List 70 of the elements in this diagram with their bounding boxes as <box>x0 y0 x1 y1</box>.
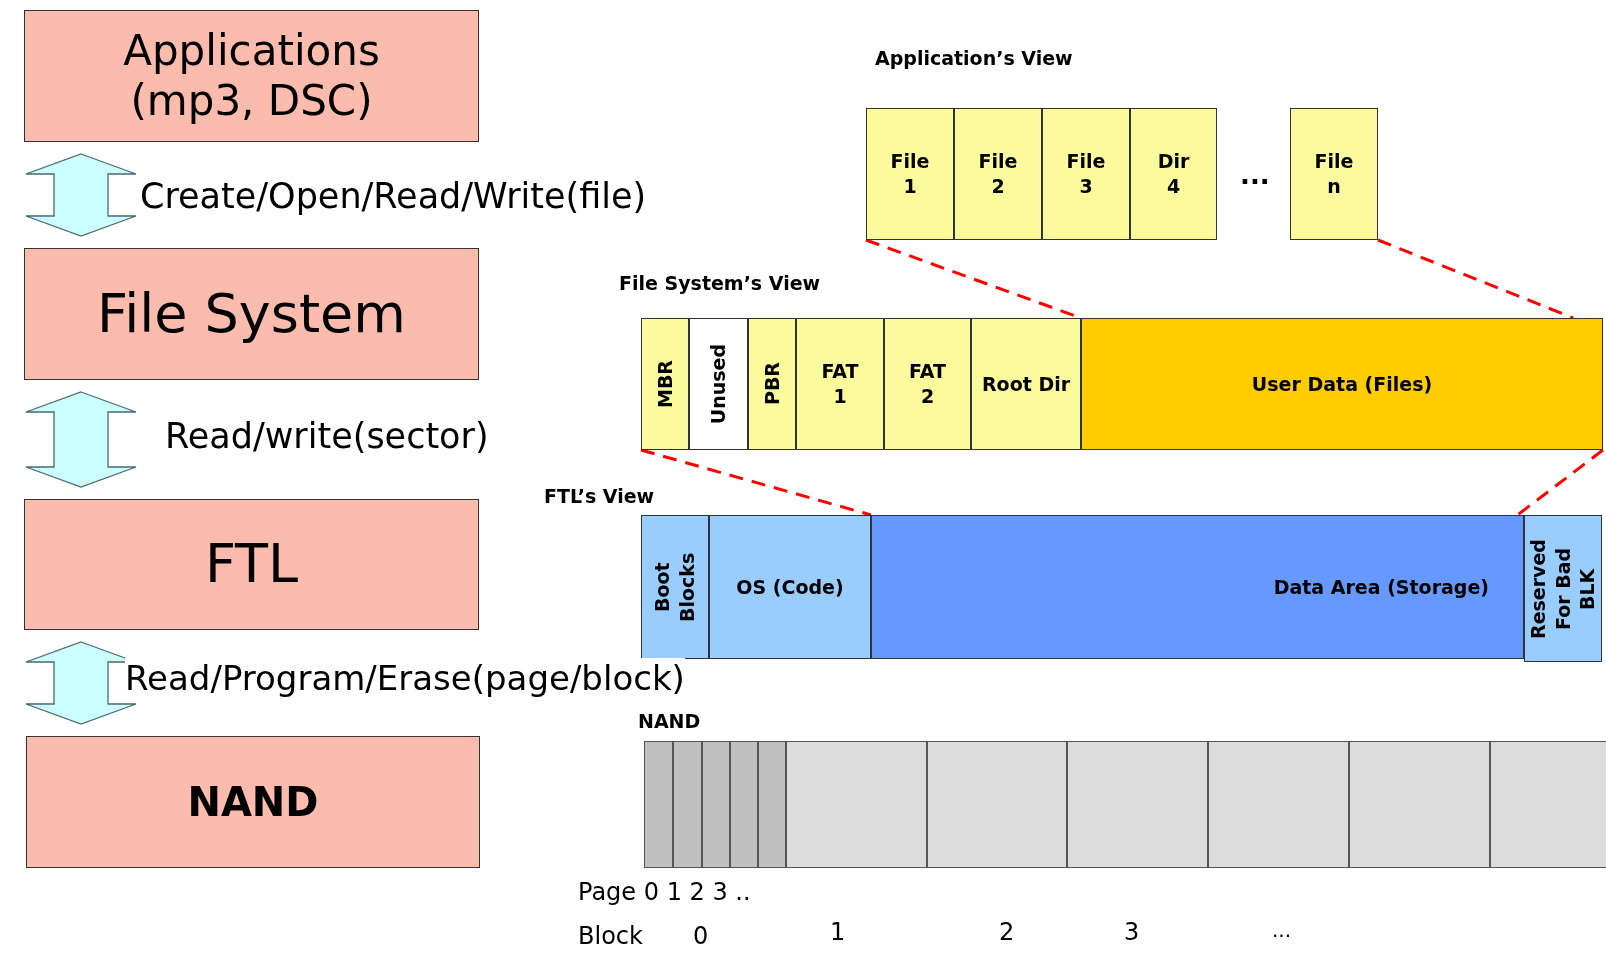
region-label: User Data (Files) <box>1251 371 1433 397</box>
memory-block <box>786 741 927 868</box>
region-label: FAT 1 <box>820 359 860 409</box>
layer-box <box>24 248 479 380</box>
mapping-line <box>1516 448 1604 517</box>
view-title: Application’s View <box>875 47 1073 69</box>
memory-region <box>1042 108 1130 240</box>
ellipsis: ... <box>1240 160 1270 190</box>
memory-region <box>641 318 689 450</box>
memory-block <box>1490 741 1606 868</box>
memory-region <box>748 318 796 450</box>
block-number: 1 <box>830 918 846 946</box>
layer-name: NAND <box>187 779 319 825</box>
layer-name: FTL <box>204 532 299 597</box>
region-label: File 1 <box>889 149 931 199</box>
layer-box <box>26 736 480 868</box>
mapping-line <box>640 448 872 517</box>
double-arrow <box>25 153 137 237</box>
memory-block <box>1067 741 1208 868</box>
region-label: Data Area (Storage) <box>1273 574 1489 600</box>
view-title: FTL’s View <box>544 485 655 507</box>
layer-name: File System <box>97 281 406 347</box>
view-title: File System’s View <box>619 272 821 294</box>
memory-region <box>1290 108 1378 240</box>
memory-region <box>1524 515 1602 662</box>
region-label: File 3 <box>1065 149 1107 199</box>
block-number: 2 <box>999 918 1015 946</box>
memory-block <box>730 741 758 868</box>
view-title: NAND <box>638 710 701 732</box>
memory-block <box>927 741 1067 868</box>
region-label: Dir 4 <box>1156 149 1191 199</box>
double-arrow <box>25 391 137 488</box>
axis-label: Block <box>578 922 643 950</box>
memory-block <box>702 741 730 868</box>
block-number: 3 <box>1124 918 1140 946</box>
region-label: File 2 <box>977 149 1019 199</box>
region-label: OS (Code) <box>736 574 844 600</box>
memory-region <box>871 515 1524 659</box>
memory-block <box>644 741 673 868</box>
memory-region <box>641 515 709 659</box>
memory-block <box>1208 741 1349 868</box>
memory-region <box>1081 318 1603 450</box>
memory-block <box>673 741 702 868</box>
region-label: Reserved For Bad BLK <box>1525 537 1600 641</box>
memory-region <box>954 108 1042 240</box>
block-number: ... <box>1272 918 1292 942</box>
memory-region <box>884 318 971 450</box>
memory-region <box>866 108 954 240</box>
region-label: Boot Blocks <box>650 551 699 624</box>
memory-region <box>796 318 884 450</box>
layer-box <box>24 10 479 142</box>
memory-region <box>689 318 748 450</box>
region-label: Root Dir <box>981 371 1071 397</box>
axis-label: Page 0 1 2 3 .. <box>578 878 751 906</box>
layer-name: Applications (mp3, DSC) <box>122 25 381 127</box>
edge-label: Read/Program/Erase(page/block) <box>125 658 685 698</box>
memory-block <box>1349 741 1490 868</box>
region-label: FAT 2 <box>908 359 947 409</box>
memory-region <box>971 318 1081 450</box>
region-label: File n <box>1313 149 1355 199</box>
layer-box <box>24 499 479 630</box>
double-arrow <box>25 641 137 725</box>
memory-region <box>1130 108 1217 240</box>
memory-region <box>709 515 871 659</box>
region-label: MBR <box>652 360 677 408</box>
mapping-line <box>1377 238 1574 320</box>
region-label: PBR <box>759 362 784 406</box>
block-number: 0 <box>693 922 709 950</box>
memory-block <box>758 741 786 868</box>
region-label: Unused <box>706 343 731 425</box>
